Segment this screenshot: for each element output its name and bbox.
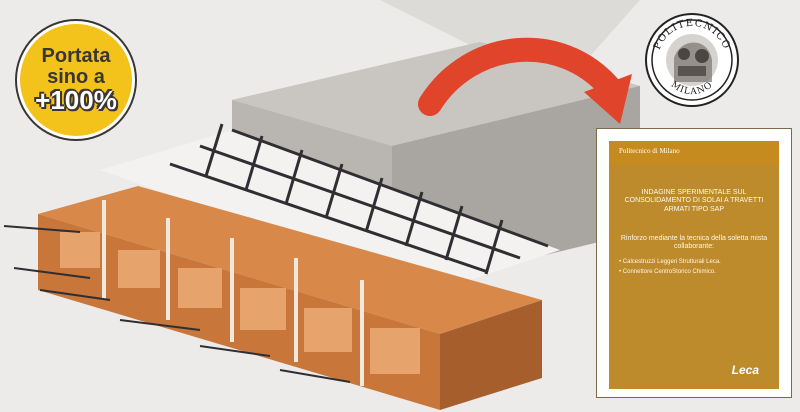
badge-line-3: +100% — [35, 85, 117, 116]
capacity-badge: Portata sino a +100% — [20, 24, 132, 136]
cover-bullet-2: • Connettore CentroStorico Chimico. — [619, 269, 716, 275]
politecnico-seal-icon: POLITECNICO MILANO — [645, 13, 739, 107]
cover-subtitle: Rinforzo mediante la tecnica della solet… — [620, 235, 768, 251]
leca-brand-logo: Leca — [731, 363, 759, 377]
cover-title: INDAGINE SPERIMENTALE SUL CONSOLIDAMENTO… — [624, 189, 764, 213]
badge-line-1: Portata — [41, 45, 111, 68]
cover-bullet-1: • Calcestruzzi Leggeri Strutturali Leca. — [619, 259, 721, 265]
rebar-mesh — [169, 123, 549, 275]
red-arrow — [418, 37, 632, 124]
cover-bullet-1-text: Calcestruzzi Leggeri Strutturali Leca. — [622, 259, 721, 265]
document-cover: Politecnico di Milano INDAGINE SPERIMENT… — [596, 128, 792, 398]
cover-bullet-2-text: Connettore CentroStorico Chimico. — [622, 269, 716, 275]
brick-floor — [38, 186, 542, 410]
cover-header: Politecnico di Milano — [609, 141, 779, 165]
steel-bars — [3, 225, 351, 383]
badge-line-2: sino a — [47, 65, 105, 88]
screed-layer — [100, 130, 560, 290]
cover-publisher: Politecnico di Milano — [619, 147, 680, 155]
cover-body: INDAGINE SPERIMENTALE SUL CONSOLIDAMENTO… — [609, 165, 779, 389]
